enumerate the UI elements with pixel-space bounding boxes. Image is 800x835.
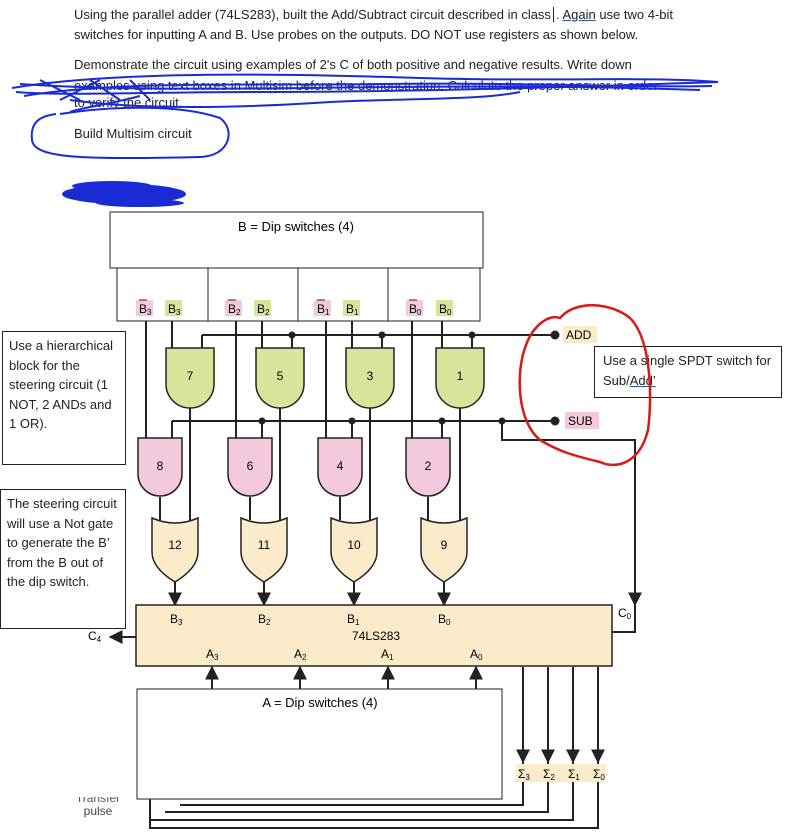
b-dip-switch-label: B = Dip switches (4) <box>238 219 354 234</box>
header-line-3: Demonstrate the circuit using examples o… <box>74 57 632 72</box>
and-gate-8: 8 <box>157 459 164 473</box>
sum-output-3: Σ3 <box>518 767 530 782</box>
carry-out-label: C4 <box>88 629 102 644</box>
chip-input-arrows <box>168 590 642 607</box>
b-pin-b1-bar: B1 <box>317 302 330 317</box>
adder-chip-74ls283 <box>135 604 613 667</box>
note-hierarchical-block: Use a hierarchical block for the steerin… <box>2 331 126 465</box>
scribble-redacted <box>62 181 186 207</box>
and-gate-3: 3 <box>367 369 374 383</box>
header-line-1: Using the parallel adder (74LS283), buil… <box>74 7 674 22</box>
sum-output-arrows <box>516 740 605 764</box>
sum-labels-bg <box>516 764 606 782</box>
sum-output-1: Σ1 <box>568 767 580 782</box>
b-pin-b2-bar: B2 <box>228 302 241 317</box>
b-pin-b3: B3 <box>168 302 181 317</box>
carry-in-label: C0 <box>618 606 632 621</box>
a-input-arrows <box>205 665 483 690</box>
and-gate-6: 6 <box>247 459 254 473</box>
a-dip-switch-box <box>136 688 503 800</box>
b-pin-b1: B1 <box>346 302 359 317</box>
transfer-pulse-label: pulse <box>84 804 113 818</box>
chip-input-b0: B0 <box>438 612 451 627</box>
add-label: ADD <box>566 328 592 342</box>
chip-input-b2: B2 <box>258 612 271 627</box>
sum-output-2: Σ2 <box>543 767 555 782</box>
or-gate-10: 10 <box>347 538 361 552</box>
and-gate-7: 7 <box>187 369 194 383</box>
b-pin-b2: B2 <box>257 302 270 317</box>
b-pin-labels: B3 B3 B2 B2 B1 B1 B0 B0 <box>136 299 453 317</box>
note-steering-circuit: The steering circuit will use a Not gate… <box>0 489 126 629</box>
and-gate-1: 1 <box>457 369 464 383</box>
switch-highlight-circle <box>518 304 652 467</box>
chip-name: 74LS283 <box>352 629 400 643</box>
or-gate-11: 11 <box>258 538 271 552</box>
sub-label-bg <box>565 412 599 429</box>
header-line-2: switches for inputting A and B. Use prob… <box>74 27 639 42</box>
build-label: Build Multisim circuit <box>74 126 192 141</box>
note-spdt-switch: Use a single SPDT switch for Sub/Add’ <box>594 346 782 398</box>
b-pin-b0-bar: B0 <box>409 302 422 317</box>
chip-input-b1: B1 <box>347 612 360 627</box>
and-gate-2: 2 <box>425 459 432 473</box>
sub-label: SUB <box>568 414 593 428</box>
junction-dots <box>258 330 560 426</box>
and-gate-4: 4 <box>337 459 344 473</box>
or-gate-12: 12 <box>168 538 182 552</box>
add-label-bg <box>563 326 597 343</box>
or-gates <box>151 516 468 583</box>
and-gate-5: 5 <box>277 369 284 383</box>
a-dip-switch-label: A = Dip switches (4) <box>262 695 377 710</box>
or-gate-9: 9 <box>441 538 448 552</box>
b-pin-b3-bar: B3 <box>139 302 152 317</box>
chip-input-a1: A1 <box>381 647 394 662</box>
b-dip-switch-box <box>109 211 484 269</box>
chip-input-a3: A3 <box>206 647 219 662</box>
scribble-strike <box>11 73 719 160</box>
chip-input-a2: A2 <box>294 647 307 662</box>
transfer-pulse-partial: Transfer <box>76 791 120 805</box>
sum-output-0: Σ0 <box>593 767 605 782</box>
chip-input-b3: B3 <box>170 612 183 627</box>
and-gates-pink <box>137 437 451 497</box>
b-pin-b0: B0 <box>439 302 452 317</box>
and-gates-green <box>165 347 485 409</box>
chip-input-a0: A0 <box>470 647 483 662</box>
